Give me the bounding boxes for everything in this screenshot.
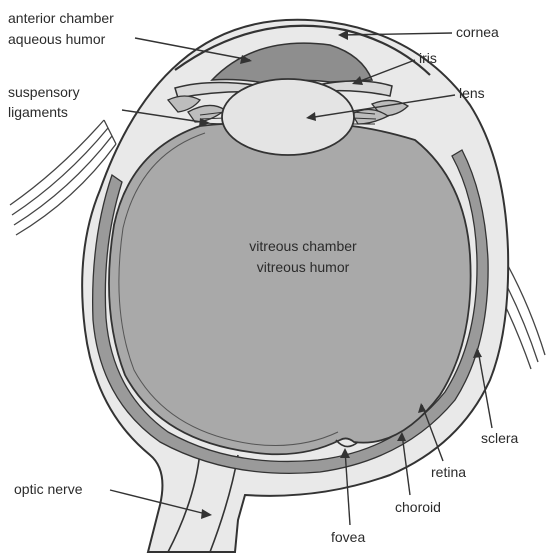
label-anterior-chamber: anterior chamber [8,10,114,27]
label-ligaments: ligaments [8,104,68,121]
label-lens: lens [459,85,485,102]
vitreous-chamber [109,123,471,455]
label-suspensory: suspensory [8,84,80,101]
label-vitreous-chamber: vitreous chamber [238,238,368,255]
label-vitreous-humor: vitreous humor [238,259,368,276]
label-optic-nerve: optic nerve [14,481,82,498]
label-fovea: fovea [331,529,365,546]
label-sclera: sclera [481,430,518,447]
label-retina: retina [431,464,466,481]
label-choroid: choroid [395,499,441,516]
label-cornea: cornea [456,24,499,41]
label-iris: iris [419,50,437,67]
lens [222,79,354,155]
label-aqueous-humor: aqueous humor [8,31,105,48]
